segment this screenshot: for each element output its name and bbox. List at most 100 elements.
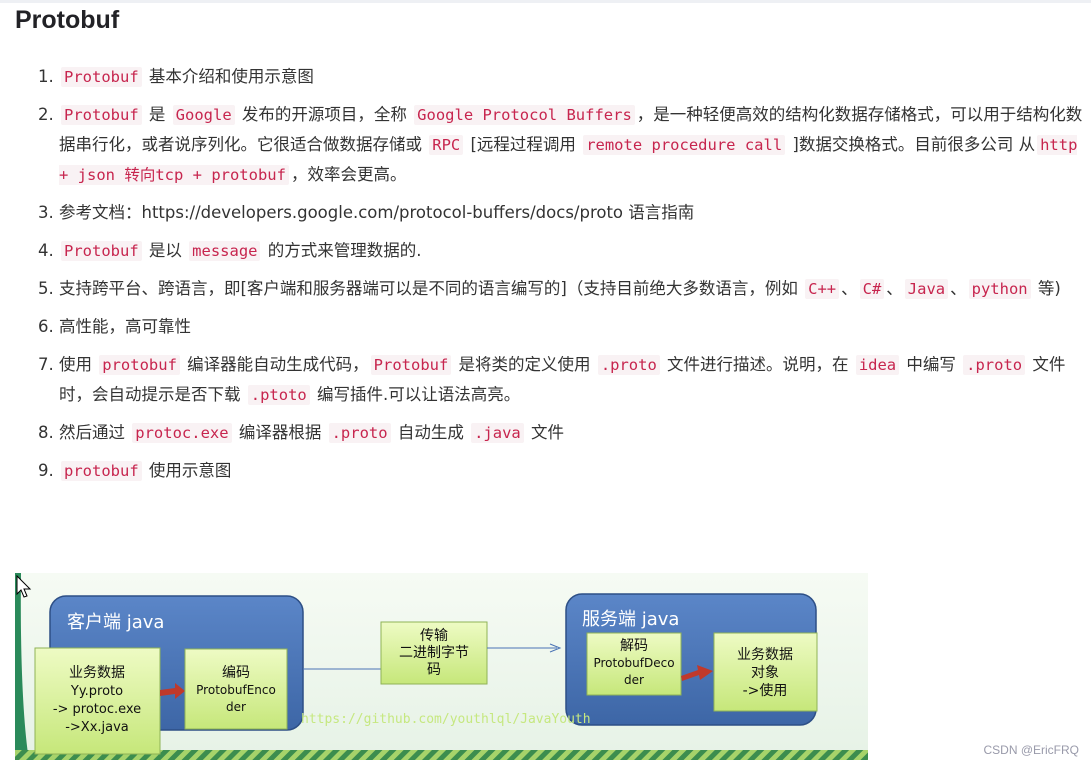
client-encode-arrow	[160, 683, 185, 699]
item-text: 支持跨平台、跨语言，即[客户端和服务器端可以是不同的语言编写的]（支持目前绝大多…	[59, 279, 804, 298]
client-data-box	[34, 647, 161, 755]
feature-list: 1. Protobuf 基本介绍和使用示意图 2. Protobuf 是 Google…	[0, 62, 1091, 494]
item-text: 自动生成	[392, 423, 470, 442]
list-item-number: 9.	[38, 461, 54, 480]
item-text: ，效率会更高。	[290, 165, 407, 184]
inline-code: message	[189, 241, 261, 261]
item-text: 然后通过	[59, 423, 131, 442]
list-item: 6.高性能，高可靠性	[0, 312, 1091, 342]
inline-code: Protobuf	[61, 241, 142, 261]
server-decode-line-3: der	[624, 673, 644, 687]
inline-code: Protobuf	[61, 105, 142, 125]
list-item: 3. 参考文档：https://developers.google.com/pro…	[0, 198, 1091, 228]
server-decode-line-2: ProtobufDeco	[593, 656, 674, 670]
inline-code: .java	[471, 423, 524, 443]
inline-code: protobuf	[99, 355, 180, 375]
transport-box	[380, 621, 488, 685]
item-text: 等)	[1032, 279, 1061, 298]
item-text: 、	[886, 279, 903, 298]
inline-code: .proto	[597, 355, 660, 375]
inline-code: Java	[904, 279, 949, 299]
item-text: 、	[950, 279, 967, 298]
inline-code: protobuf	[61, 461, 142, 481]
inline-code: Google	[172, 105, 235, 125]
list-item: 2. Protobuf 是 Google 发布的开源项目，全称 Google Pr…	[0, 100, 1091, 190]
inline-code: Google Protocol Buffers	[414, 105, 635, 125]
inline-code: .proto	[328, 423, 391, 443]
list-item: 4. Protobuf 是以 message 的方式来管理数据的.	[0, 236, 1091, 266]
list-item: 7.使用 protobuf 编译器能自动生成代码，Protobuf 是将类的定义…	[0, 350, 1091, 410]
diagram-url-watermark: https://github.com/youthlql/JavaYouth	[301, 712, 591, 727]
item-text: 、	[841, 279, 858, 298]
inline-code: C++	[805, 279, 840, 299]
list-item: 8. 然后通过 protoc.exe 编译器根据 .proto 自动生成 .jav…	[0, 418, 1091, 448]
list-item-number: 8.	[38, 423, 54, 442]
inline-code: RPC	[429, 135, 464, 155]
item-text: 文件进行描述。说明，在	[661, 355, 854, 374]
inline-code: .ptoto	[247, 385, 310, 405]
client-encode-line-2: ProtobufEnco	[196, 683, 276, 697]
list-item-number: 1.	[38, 67, 54, 86]
client-data-line-2: Yy.proto	[70, 684, 123, 699]
item-text: ，是一种轻便高效的结构化数据存储格式，可以用于结构化数据串行化，或者说序列化。它…	[59, 105, 1083, 154]
item-text: 是以	[143, 241, 188, 260]
inline-code: Protobuf	[61, 67, 142, 87]
inline-code: remote procedure call	[583, 135, 786, 155]
list-item: 1. Protobuf 基本介绍和使用示意图	[0, 62, 1091, 92]
server-title: 服务端 java	[582, 609, 679, 630]
server-data-box	[713, 632, 818, 712]
list-item-number: 6.	[38, 317, 54, 336]
client-title: 客户端 java	[67, 612, 164, 633]
transport-line-1: 传输	[420, 628, 448, 644]
inline-code: C#	[859, 279, 885, 299]
inline-code: idea	[855, 355, 900, 375]
item-text: [远程过程调用	[465, 135, 582, 154]
list-item-number: 2.	[38, 105, 54, 124]
bottom-stripe	[15, 750, 868, 760]
item-text: 编写插件.可以让语法高亮。	[311, 385, 521, 404]
item-text: 编译器根据	[233, 423, 327, 442]
list-item-number: 7.	[38, 355, 54, 374]
item-text: 文件	[525, 423, 564, 442]
csdn-watermark: CSDN @EricFRQ	[983, 743, 1079, 757]
list-item-number: 3.	[38, 203, 54, 222]
client-encode-line-3: der	[226, 700, 246, 714]
top-border	[0, 0, 1091, 3]
client-encode-line-1: 编码	[222, 665, 250, 681]
item-text: 中编写	[901, 355, 962, 374]
item-text: 是将类的定义使用	[453, 355, 596, 374]
transport-line-2: 二进制字节	[399, 645, 469, 661]
inline-code: python	[968, 279, 1031, 299]
section-heading: Protobuf	[15, 6, 120, 34]
mouse-cursor-icon	[16, 574, 32, 598]
inline-code: protoc.exe	[132, 423, 232, 443]
list-item: 5. 支持跨平台、跨语言，即[客户端和服务器端可以是不同的语言编写的]（支持目前绝…	[0, 274, 1091, 304]
item-text: 发布的开源项目，全称	[236, 105, 413, 124]
server-decode-arrow	[681, 665, 713, 681]
server-data-line-3: ->使用	[743, 682, 788, 699]
list-item-number: 5.	[38, 279, 54, 298]
item-text: 使用	[59, 355, 98, 374]
item-text: 参考文档：https://developers.google.com/proto…	[59, 203, 695, 222]
item-text: 是	[143, 105, 171, 124]
protobuf-diagram-svg: 客户端 java 业务数据 Yy.proto -> protoc.exe ->X…	[15, 573, 868, 760]
item-text: 的方式来管理数据的.	[262, 241, 422, 260]
list-item: 9. protobuf 使用示意图	[0, 456, 1091, 486]
client-data-line-3: -> protoc.exe	[53, 702, 141, 717]
protobuf-diagram: 客户端 java 业务数据 Yy.proto -> protoc.exe ->X…	[15, 573, 868, 760]
server-decode-box	[586, 632, 682, 696]
item-text: 基本介绍和使用示意图	[143, 67, 314, 86]
item-text: 使用示意图	[143, 461, 232, 480]
client-encode-box	[184, 648, 288, 730]
client-data-line-1: 业务数据	[69, 665, 125, 681]
transport-line-3: 码	[427, 662, 441, 678]
item-text: 编译器能自动生成代码，	[181, 355, 369, 374]
item-text: ]数据交换格式。目前很多公司 从	[787, 135, 1036, 154]
list-item-number: 4.	[38, 241, 54, 260]
server-data-line-1: 业务数据	[737, 647, 793, 663]
transport-server-arrowhead	[549, 643, 562, 653]
server-data-line-2: 对象	[751, 665, 779, 681]
left-accent-swoosh	[15, 573, 29, 760]
inline-code: .proto	[963, 355, 1026, 375]
client-data-line-4: ->Xx.java	[65, 720, 129, 735]
